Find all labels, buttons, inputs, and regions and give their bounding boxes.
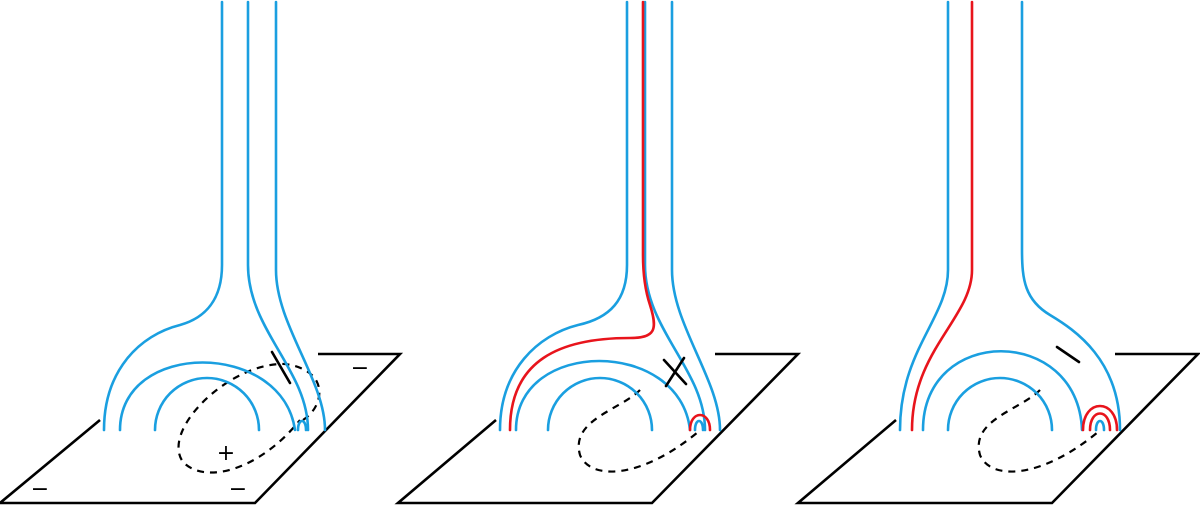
field-line-arch-inner [153,376,261,432]
reconnected-small-loop [1081,404,1119,432]
field-line-open-right [670,0,722,432]
polarity-label: + [217,441,235,466]
field-line-arch-middle [514,359,692,432]
field-line-open-right [1020,0,1122,432]
polarity-inversion-line [577,389,699,473]
reconnection-x-marker [662,356,688,388]
polarity-label: − [31,477,49,502]
field-line-small-loop [693,419,705,432]
field-line-arch-inner [946,376,1054,432]
panel-1: − + − − [0,0,404,505]
field-line-open-left [102,0,224,432]
field-line-arch-inner [546,376,654,432]
field-line-open-middle [246,0,310,432]
polarity-label: − [229,477,247,502]
photosphere-plane [0,352,404,505]
field-line-open-left [898,0,950,432]
photosphere-plane [394,352,802,505]
panel-2 [394,0,802,505]
current-sheet-dash [270,350,292,385]
reconnected-field-line [910,0,974,432]
field-line-small-loop [296,419,308,432]
reconnected-field-line [508,0,656,432]
reconnected-small-loop [688,413,712,432]
field-line-arch-middle [921,349,1084,432]
current-sheet-dash [1055,345,1081,364]
field-line-open-right [274,0,327,432]
polarity-inversion-line [177,362,321,474]
field-line-arch-middle [118,361,297,432]
polarity-inversion-line [977,389,1099,473]
polarity-label: − [351,356,369,381]
field-line-small-loop [1094,419,1106,432]
reconnected-small-loop [1088,412,1112,432]
photosphere-plane [794,352,1200,505]
field-line-open-middle [643,0,707,432]
field-line-open-left [498,0,629,432]
panel-3 [794,0,1200,505]
